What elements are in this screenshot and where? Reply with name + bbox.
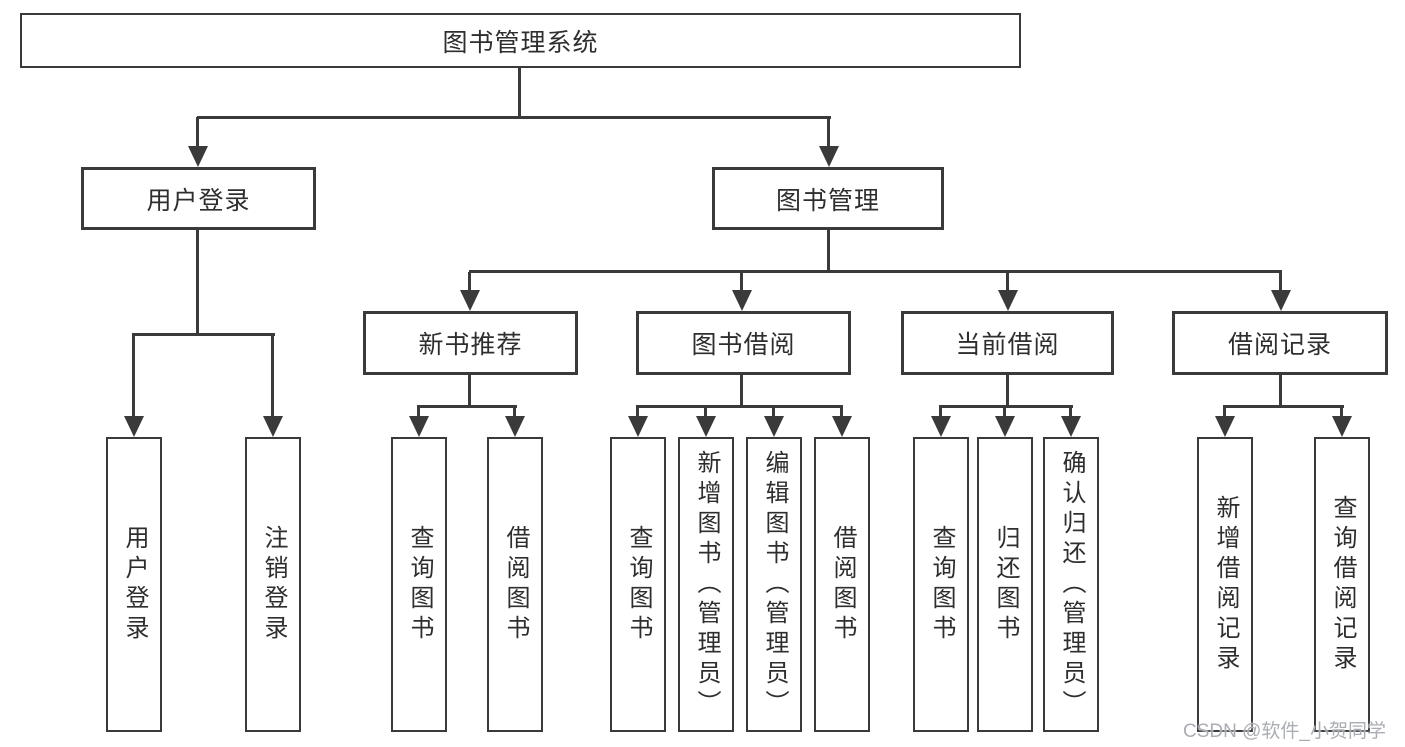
node-root: 图书管理系统 [20, 13, 1021, 68]
arrowhead-borrow-records [1271, 290, 1291, 311]
node-user-login-label: 用户登录 [146, 186, 251, 215]
arrowhead-bb-query [628, 416, 648, 437]
connector-drop-new-book [468, 272, 471, 290]
connector-drop-nb-borrow [513, 407, 516, 418]
csdn-watermark: CSDN @软件_小贺同学 [1183, 721, 1386, 742]
connector-root-stem [518, 68, 521, 118]
leaf-bb-edit-book: 编辑图书（管理员） [746, 437, 802, 732]
leaf-bb-add-book-label: 新增图书（管理员） [693, 449, 720, 720]
leaf-br-query-record-label: 查询借阅记录 [1329, 494, 1356, 675]
leaf-logout-label: 注销登录 [260, 524, 287, 645]
node-new-book-recommend: 新书推荐 [363, 311, 578, 375]
node-current-borrow: 当前借阅 [901, 311, 1114, 375]
arrowhead-cb-confirm [1061, 416, 1081, 437]
connector-drop-leaf-logout [271, 335, 274, 417]
connector-new-book-stem [468, 375, 471, 407]
leaf-nb-query-book: 查询图书 [391, 437, 447, 732]
arrowhead-br-query [1332, 416, 1352, 437]
node-new-book-recommend-label: 新书推荐 [418, 331, 523, 359]
leaf-cb-query-book: 查询图书 [913, 437, 969, 732]
connector-drop-bb-query [636, 407, 639, 418]
leaf-bb-borrow-book-label: 借阅图书 [829, 524, 856, 645]
connector-drop-cb-query [939, 407, 942, 418]
arrowhead-user-login [188, 146, 208, 167]
connector-book-borrow-stem [740, 375, 743, 407]
leaf-br-query-record: 查询借阅记录 [1314, 437, 1370, 732]
connector-book-borrow-bracket [636, 405, 843, 408]
connector-drop-bb-borrow [840, 407, 843, 418]
arrowhead-new-book [460, 290, 480, 311]
connector-drop-cb-confirm [1069, 407, 1072, 418]
node-book-management: 图书管理 [712, 167, 944, 230]
node-root-label: 图书管理系统 [442, 28, 599, 57]
leaf-nb-query-book-label: 查询图书 [406, 524, 433, 645]
leaf-nb-borrow-book: 借阅图书 [487, 437, 543, 732]
leaf-nb-borrow-book-label: 借阅图书 [502, 524, 529, 645]
leaf-bb-borrow-book: 借阅图书 [814, 437, 870, 732]
connector-new-book-bracket [417, 405, 517, 408]
arrowhead-bb-borrow [832, 416, 852, 437]
connector-drop-cb-return [1003, 407, 1006, 418]
leaf-cb-confirm-return-label: 确认归还（管理员） [1058, 449, 1085, 720]
leaf-user-login: 用户登录 [106, 437, 162, 732]
connector-book-management-stem [827, 230, 830, 272]
connector-drop-bb-edit [772, 407, 775, 418]
leaf-bb-edit-book-label: 编辑图书（管理员） [761, 449, 788, 720]
connector-drop-user-login [196, 117, 199, 148]
leaf-bb-add-book: 新增图书（管理员） [678, 437, 734, 732]
connector-drop-book-management [827, 117, 830, 148]
connector-drop-borrow-records [1279, 272, 1282, 290]
connector-borrow-records-bracket [1223, 405, 1344, 408]
arrowhead-book-borrow [732, 290, 752, 311]
arrowhead-nb-query [409, 416, 429, 437]
node-user-login: 用户登录 [81, 167, 316, 230]
arrowhead-leaf-logout [263, 416, 283, 437]
leaf-cb-query-book-label: 查询图书 [928, 524, 955, 645]
arrowhead-nb-borrow [505, 416, 525, 437]
leaf-logout: 注销登录 [245, 437, 301, 732]
connector-current-borrow-bracket [939, 405, 1073, 408]
connector-drop-br-query [1340, 407, 1343, 418]
node-borrow-records: 借阅记录 [1172, 311, 1388, 375]
connector-borrow-records-stem [1279, 375, 1282, 407]
arrowhead-book-management [819, 146, 839, 167]
leaf-cb-return-book-label: 归还图书 [992, 524, 1019, 645]
arrowhead-br-add [1215, 416, 1235, 437]
connector-user-login-bracket [132, 333, 275, 336]
node-current-borrow-label: 当前借阅 [955, 331, 1060, 359]
node-book-borrow-label: 图书借阅 [691, 331, 796, 359]
leaf-bb-query-book: 查询图书 [610, 437, 666, 732]
arrowhead-leaf-user-login [124, 416, 144, 437]
leaf-br-add-record-label: 新增借阅记录 [1212, 494, 1239, 675]
connector-drop-book-borrow [740, 272, 743, 290]
connector-current-borrow-stem [1006, 375, 1009, 407]
connector-drop-br-add [1223, 407, 1226, 418]
arrowhead-bb-edit [764, 416, 784, 437]
connector-drop-leaf-user-login [132, 335, 135, 417]
arrowhead-cb-query [931, 416, 951, 437]
leaf-br-add-record: 新增借阅记录 [1197, 437, 1253, 732]
connector-drop-nb-query [417, 407, 420, 418]
leaf-cb-confirm-return: 确认归还（管理员） [1043, 437, 1099, 732]
leaf-cb-return-book: 归还图书 [977, 437, 1033, 732]
leaf-user-login-label: 用户登录 [121, 524, 148, 645]
arrowhead-bb-add [696, 416, 716, 437]
connector-level1-bracket [197, 116, 831, 119]
connector-drop-current-borrow [1006, 272, 1009, 290]
connector-drop-bb-add [704, 407, 707, 418]
connector-level3-bracket [469, 270, 1282, 273]
node-book-management-label: 图书管理 [775, 186, 880, 215]
leaf-bb-query-book-label: 查询图书 [625, 524, 652, 645]
node-book-borrow: 图书借阅 [636, 311, 851, 375]
arrowhead-current-borrow [998, 290, 1018, 311]
connector-user-login-stem [196, 230, 199, 335]
arrowhead-cb-return [995, 416, 1015, 437]
node-borrow-records-label: 借阅记录 [1227, 331, 1332, 359]
